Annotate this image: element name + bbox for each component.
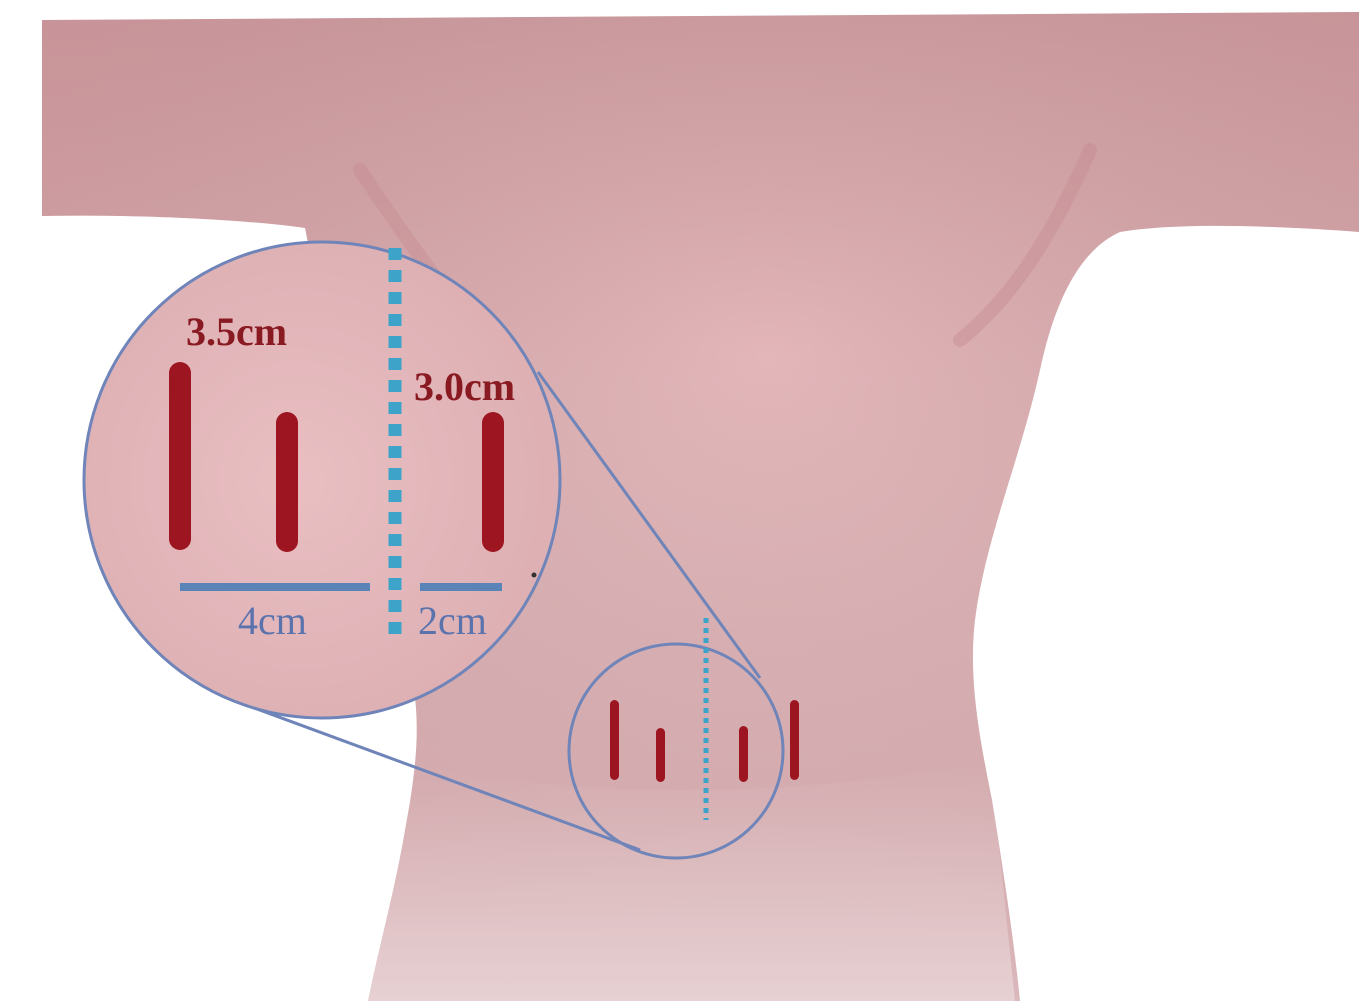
magnified-callout: 3.5cm 3.0cm 4cm 2cm — [84, 242, 560, 718]
label-spacing-right: 2cm — [418, 598, 487, 643]
magnified-incision-2 — [276, 412, 298, 552]
magnified-incision-1 — [169, 362, 191, 550]
measure-bar-right — [420, 583, 502, 591]
small-incision-1 — [610, 700, 619, 780]
stray-dot — [532, 573, 537, 578]
magnified-incision-3 — [482, 412, 504, 552]
measure-bar-left — [180, 583, 370, 591]
lower-back-highlight — [368, 760, 1015, 1001]
small-incision-3 — [739, 726, 748, 782]
label-incision-length-right: 3.0cm — [414, 364, 515, 409]
small-incision-2 — [656, 728, 665, 782]
label-spacing-left: 4cm — [238, 598, 307, 643]
label-incision-length-left: 3.5cm — [186, 309, 287, 354]
small-incision-4 — [790, 700, 799, 780]
